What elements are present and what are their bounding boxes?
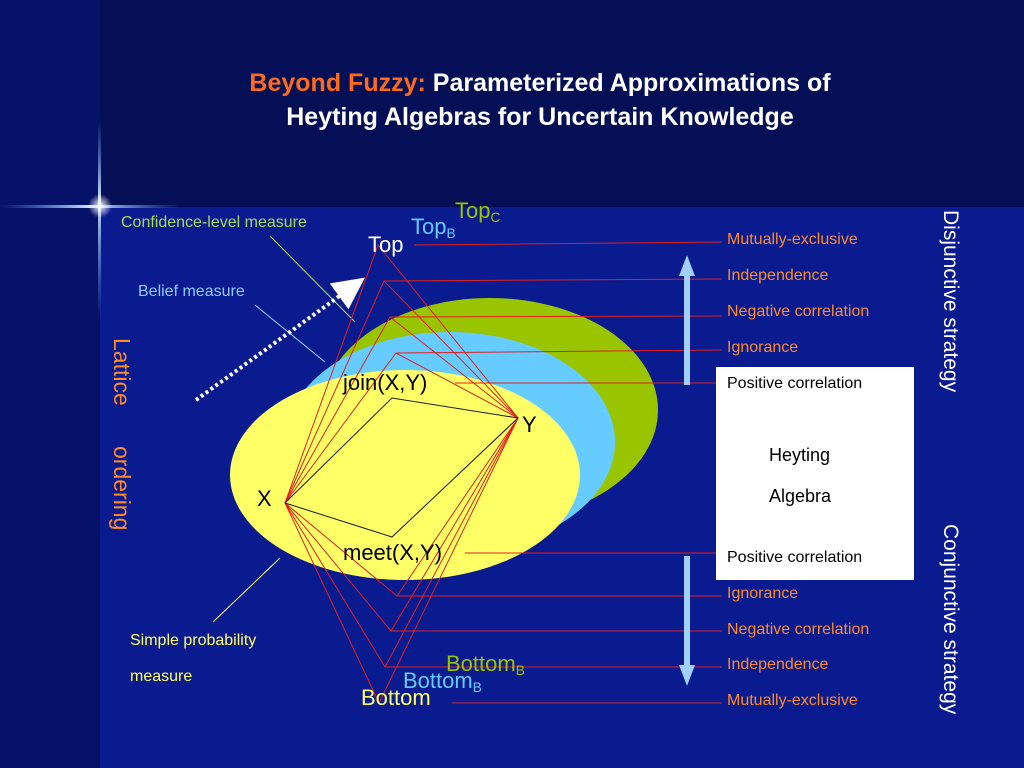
left-band <box>0 0 100 768</box>
simple-probability-label-2: measure <box>130 668 193 685</box>
lattice-ordering-label-1: Lattice <box>109 338 135 406</box>
disjunctive-item-independence: Independence <box>727 267 829 284</box>
lattice-ordering-label-2: ordering <box>109 446 135 531</box>
x-label: X <box>257 486 272 511</box>
conjunctive-item-ignorance: Ignorance <box>727 585 799 602</box>
conjunctive-item-positive-correlation: Positive correlation <box>727 549 863 566</box>
title-highlight: Beyond Fuzzy: <box>249 69 426 97</box>
bottom-b-green-label: BottomB <box>446 651 525 679</box>
decorative-star <box>0 120 180 320</box>
disjunctive-item-mutually-exclusive: Mutually-exclusive <box>727 231 858 248</box>
join-meet-diamond <box>284 397 520 538</box>
heyting-label-2: Algebra <box>769 486 832 506</box>
bottom-label: Bottom <box>361 685 431 710</box>
top-label: Top <box>368 232 404 257</box>
title-band <box>0 0 1024 207</box>
disjunctive-arrow <box>679 255 695 385</box>
pointer-confidence <box>269 235 356 323</box>
conjunctive-item-independence: Independence <box>727 656 829 673</box>
disjunctive-item-ignorance: Ignorance <box>727 339 799 356</box>
slide-title: Beyond Fuzzy: Parameterized Approximatio… <box>100 66 980 134</box>
conjunctive-item-negative-correlation: Negative correlation <box>727 621 870 638</box>
conjunctive-strategy-label: Conjunctive strategy <box>939 524 962 715</box>
confidence-level-label: Confidence-level measure <box>121 214 307 231</box>
heyting-algebra-box <box>716 367 914 580</box>
title-line-2: Heyting Algebras for Uncertain Knowledge <box>286 103 794 131</box>
simple-probability-label-1: Simple probability <box>130 632 257 649</box>
disjunctive-item-negative-correlation: Negative correlation <box>727 303 870 320</box>
lattice-ordering-arrow <box>194 277 365 402</box>
top-c-label: TopC <box>455 198 501 226</box>
y-label: Y <box>522 412 537 437</box>
lattice-lines <box>284 241 723 705</box>
heyting-label-1: Heyting <box>769 445 831 465</box>
disjunctive-strategy-label: Disjunctive strategy <box>939 210 962 393</box>
disjunctive-item-positive-correlation: Positive correlation <box>727 375 863 392</box>
belief-measure-label: Belief measure <box>138 283 245 300</box>
pointer-simple-probability <box>212 557 281 623</box>
ellipse-yellow <box>230 370 580 580</box>
conjunctive-arrow <box>679 556 695 686</box>
meet-label: meet(X,Y) <box>343 540 443 565</box>
top-b-label: TopB <box>411 214 456 242</box>
conjunctive-item-mutually-exclusive: Mutually-exclusive <box>727 692 858 709</box>
join-label: join(X,Y) <box>343 370 428 395</box>
bottom-b-blue-label: BottomB <box>403 668 482 696</box>
title-line-1: Parameterized Approximations of <box>425 69 831 97</box>
